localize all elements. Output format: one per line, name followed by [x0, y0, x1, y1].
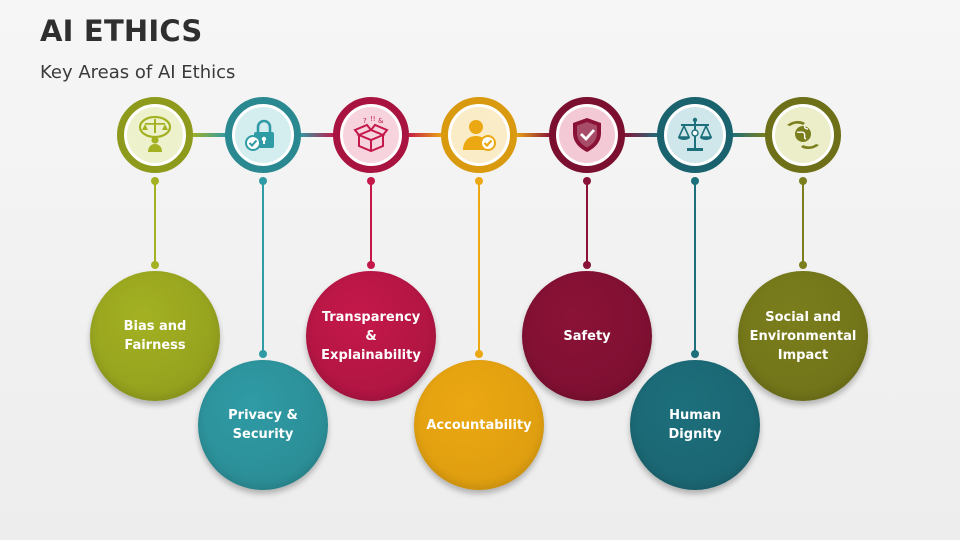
stem-line — [370, 181, 372, 265]
stem-line — [586, 181, 588, 265]
stem-bottom-dot — [259, 350, 267, 358]
area-bubble: Safety — [522, 271, 652, 401]
area-bubble: Transparency & Explainability — [306, 271, 436, 401]
scales-person-icon — [127, 107, 183, 163]
area-bubble: Accountability — [414, 360, 544, 490]
icon-ring — [657, 97, 733, 173]
area-label: Bias and Fairness — [123, 319, 187, 353]
area-label: Accountability — [426, 417, 532, 433]
stem-bottom-dot — [799, 261, 807, 269]
connector-line — [299, 133, 335, 137]
stem-bottom-dot — [367, 261, 375, 269]
svg-text:!!: !! — [370, 115, 376, 123]
stem-bottom-dot — [691, 350, 699, 358]
padlock-check-icon — [235, 107, 291, 163]
hands-globe-icon — [775, 107, 831, 163]
svg-text:&: & — [378, 117, 384, 125]
area-label: Privacy & Security — [228, 408, 298, 442]
stem-line — [478, 181, 480, 354]
page-title: AI ETHICS — [40, 14, 203, 48]
area-bubble: Human Dignity — [630, 360, 760, 490]
user-check-icon — [451, 107, 507, 163]
justice-scales-icon — [667, 107, 723, 163]
area-bubble: Bias and Fairness — [90, 271, 220, 401]
stem-line — [262, 181, 264, 354]
icon-ring — [117, 97, 193, 173]
svg-text:?: ? — [363, 117, 367, 125]
stem-bottom-dot — [583, 261, 591, 269]
area-label: Human Dignity — [668, 408, 722, 442]
connector-line — [623, 133, 659, 137]
icon-ring — [765, 97, 841, 173]
stem-line — [802, 181, 804, 265]
area-label: Transparency & Explainability — [321, 309, 421, 363]
area-bubble: Privacy & Security — [198, 360, 328, 490]
open-box-icon: ? !! & — [343, 107, 399, 163]
connector-line — [515, 133, 551, 137]
area-label: Social and Environmental Impact — [749, 309, 857, 363]
shield-check-icon — [559, 107, 615, 163]
stem-line — [154, 181, 156, 265]
connector-line — [191, 133, 227, 137]
connector-line — [407, 133, 443, 137]
connector-line — [731, 133, 767, 137]
area-bubble: Social and Environmental Impact — [738, 271, 868, 401]
area-label: Safety — [563, 328, 611, 344]
icon-ring — [549, 97, 625, 173]
icon-ring — [225, 97, 301, 173]
stem-bottom-dot — [475, 350, 483, 358]
page-subtitle: Key Areas of AI Ethics — [40, 62, 236, 83]
stem-line — [694, 181, 696, 354]
stem-bottom-dot — [151, 261, 159, 269]
icon-ring: ? !! & — [333, 97, 409, 173]
icon-ring — [441, 97, 517, 173]
